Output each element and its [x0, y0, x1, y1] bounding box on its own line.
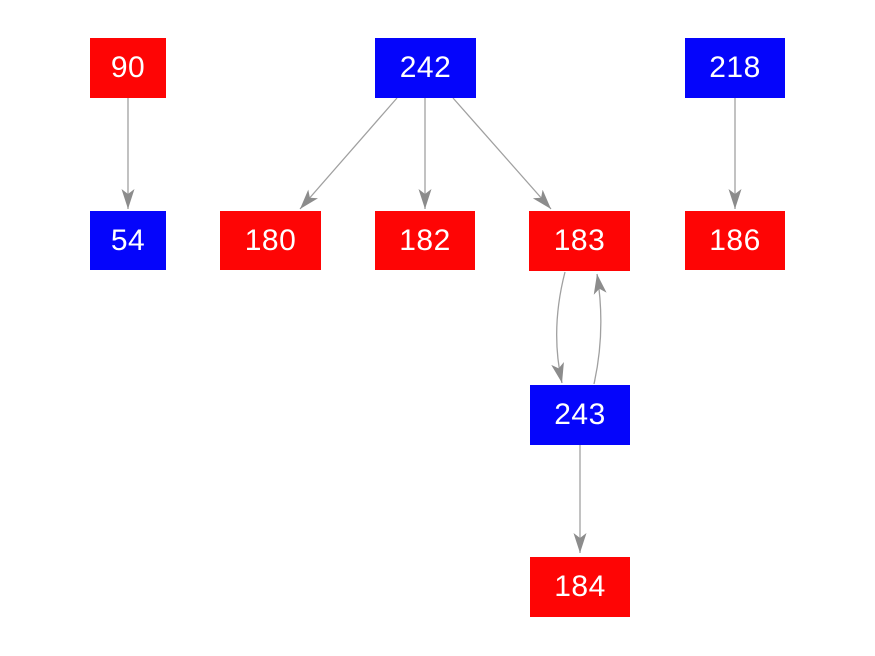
node-label: 242 [399, 51, 452, 84]
node-243: 243 [530, 385, 630, 445]
node-label: 182 [399, 223, 451, 257]
node-182: 182 [375, 211, 475, 270]
node-label: 90 [110, 51, 146, 84]
node-label: 54 [110, 223, 146, 257]
node-label: 218 [709, 51, 761, 84]
node-label: 183 [553, 224, 606, 257]
node-54: 54 [90, 211, 166, 270]
node-label: 243 [554, 398, 606, 431]
node-184: 184 [530, 557, 630, 617]
node-label: 180 [244, 223, 297, 257]
node-218: 218 [685, 38, 785, 98]
node-180: 180 [220, 211, 321, 270]
node-242: 242 [375, 38, 476, 98]
node-label: 186 [709, 223, 761, 257]
node-183: 183 [529, 211, 630, 271]
node-label: 184 [554, 570, 606, 603]
node-90: 90 [90, 38, 166, 98]
node-186: 186 [685, 211, 785, 270]
